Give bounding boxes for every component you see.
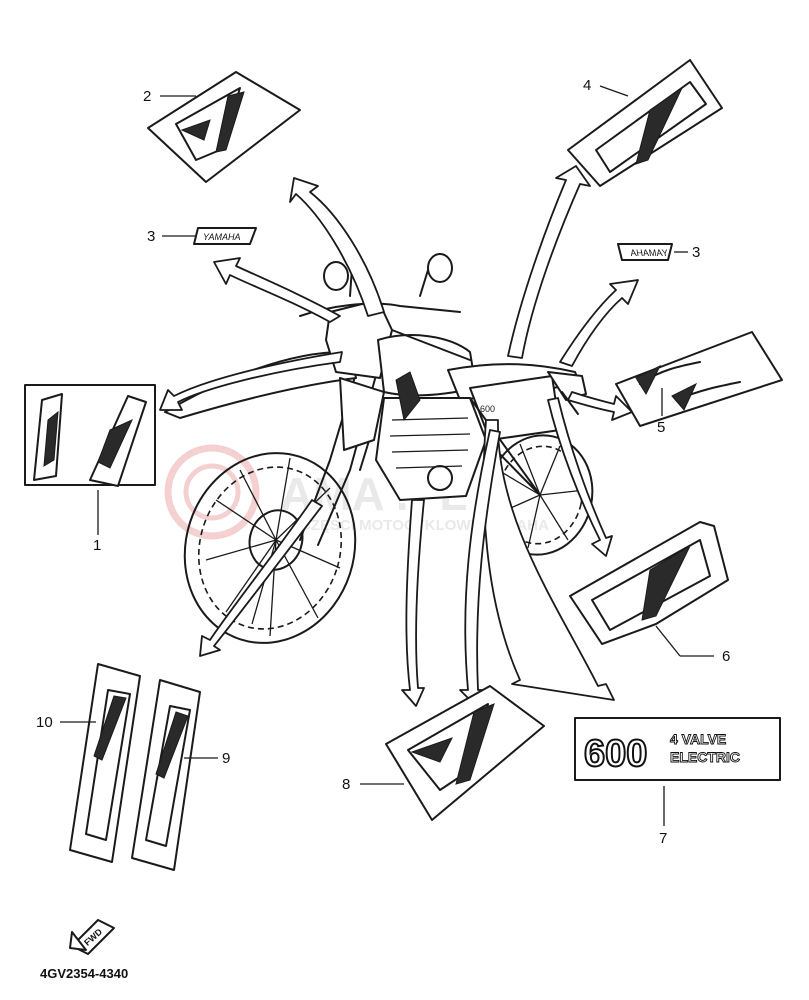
watermark-logo bbox=[164, 444, 260, 540]
decal-strip-left bbox=[69, 663, 141, 863]
model-line-1: 4 VALVE bbox=[670, 731, 726, 747]
decal-shroud-right bbox=[567, 59, 723, 187]
callout-6: 6 bbox=[722, 648, 730, 665]
callout-numbers: 1 2 3 3 4 5 6 7 8 9 10 bbox=[36, 77, 730, 847]
decal-tank-lower bbox=[569, 521, 729, 645]
callout-2: 2 bbox=[143, 88, 151, 105]
callout-3-left: 3 bbox=[147, 228, 155, 245]
part-code: 4GV2354-4340 bbox=[40, 966, 128, 981]
callout-4: 4 bbox=[583, 77, 591, 94]
model-number: 600 bbox=[584, 733, 647, 775]
decal-yamaha-left: YAMAHA bbox=[193, 227, 257, 245]
yamaha-right-text: YAMAHA bbox=[630, 248, 668, 258]
front-wheel bbox=[183, 452, 357, 644]
decal-model-badge: 600 4 VALVE ELECTRIC bbox=[574, 717, 781, 781]
motorcycle: 600 bbox=[164, 253, 594, 644]
decal-tank-graphic bbox=[147, 71, 301, 183]
forward-indicator: FWD bbox=[69, 919, 115, 955]
callout-9: 9 bbox=[222, 750, 230, 767]
callout-7: 7 bbox=[659, 830, 667, 847]
decal-side-cover bbox=[615, 331, 783, 427]
svg-text:600: 600 bbox=[480, 404, 495, 414]
decal-yamaha-right: YAMAHA bbox=[617, 243, 673, 261]
callout-10: 10 bbox=[36, 714, 53, 731]
decal-fork-guard-pair bbox=[24, 384, 156, 487]
decal-tank-large bbox=[385, 685, 545, 821]
yamaha-left-text: YAMAHA bbox=[203, 232, 241, 242]
callout-8: 8 bbox=[342, 776, 350, 793]
callout-5: 5 bbox=[657, 419, 665, 436]
callout-1: 1 bbox=[93, 537, 101, 554]
model-line-2: ELECTRIC bbox=[670, 749, 740, 765]
leader-lines bbox=[60, 85, 714, 826]
decal-strip-right bbox=[131, 679, 201, 871]
callout-3-right: 3 bbox=[692, 244, 700, 261]
placement-arrows bbox=[159, 165, 639, 707]
